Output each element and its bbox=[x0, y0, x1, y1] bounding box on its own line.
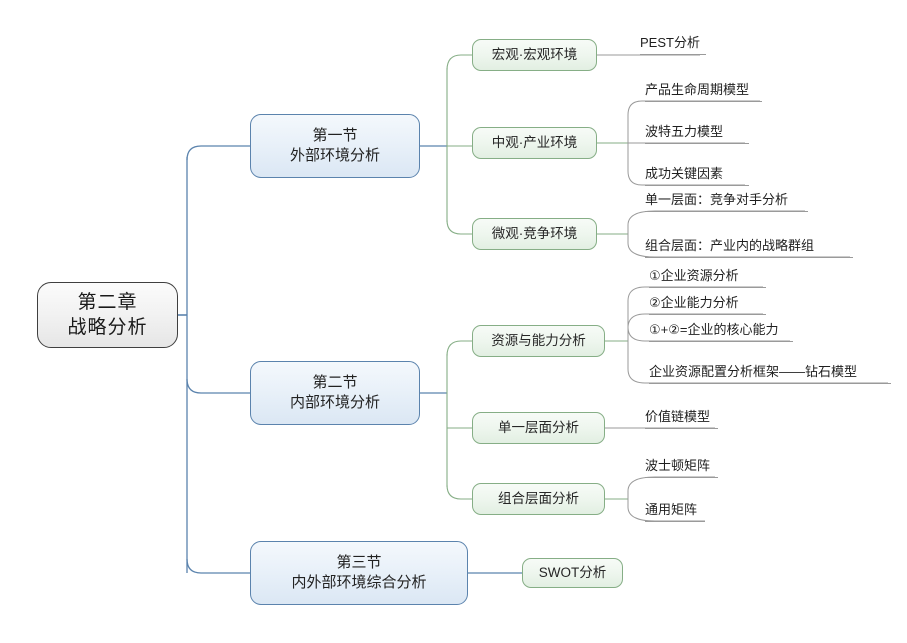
topic-node-single-level-analysis-label: 单一层面分析 bbox=[498, 420, 579, 436]
root-node-line2: 战略分析 bbox=[67, 317, 148, 338]
leaf-product-lifecycle-model: 产品生命周期模型 bbox=[645, 82, 762, 102]
leaf-pest-analysis: PEST分析 bbox=[640, 35, 706, 55]
topic-node-macro-environment-label: 宏观·宏观环境 bbox=[491, 47, 578, 63]
topic-node-portfolio-level-analysis[interactable]: 组合层面分析 bbox=[472, 483, 605, 515]
leaf-bcg-matrix: 波士顿矩阵 bbox=[645, 458, 718, 478]
section-node-2-line2: 内部环境分析 bbox=[289, 394, 380, 411]
topic-node-single-level-analysis[interactable]: 单一层面分析 bbox=[472, 412, 605, 444]
section-node-2-line1: 第二节 bbox=[312, 374, 358, 392]
topic-node-portfolio-level-analysis-label: 组合层面分析 bbox=[498, 491, 579, 507]
topic-node-industry-environment-label: 中观·产业环境 bbox=[491, 135, 578, 151]
leaf-portfolio-level-strategic-groups: 组合层面：产业内的战略群组 bbox=[645, 238, 853, 258]
section-node-3-line2: 内外部环境综合分析 bbox=[291, 574, 427, 591]
topic-node-competitive-environment[interactable]: 微观·竞争环境 bbox=[472, 218, 597, 250]
section-node-1-line2: 外部环境分析 bbox=[289, 147, 380, 164]
topic-node-macro-environment[interactable]: 宏观·宏观环境 bbox=[472, 39, 597, 71]
section-node-1-line1: 第一节 bbox=[312, 127, 358, 145]
section-node-1[interactable]: 第一节 外部环境分析 bbox=[250, 114, 420, 178]
leaf-ge-matrix: 通用矩阵 bbox=[645, 502, 705, 522]
leaf-value-chain-model: 价值链模型 bbox=[645, 409, 718, 429]
topic-node-swot-analysis[interactable]: SWOT分析 bbox=[522, 558, 623, 588]
section-node-2[interactable]: 第二节 内部环境分析 bbox=[250, 361, 420, 425]
leaf-core-competence: ①+②=企业的核心能力 bbox=[649, 322, 793, 342]
leaf-diamond-model-framework: 企业资源配置分析框架——钻石模型 bbox=[649, 364, 891, 384]
topic-node-resources-capabilities[interactable]: 资源与能力分析 bbox=[472, 325, 605, 357]
section-node-3-line1: 第三节 bbox=[336, 554, 382, 572]
topic-node-swot-analysis-label: SWOT分析 bbox=[538, 565, 607, 581]
leaf-single-level-competitor-analysis: 单一层面：竞争对手分析 bbox=[645, 192, 808, 212]
leaf-enterprise-capability-analysis: ②企业能力分析 bbox=[649, 295, 766, 315]
root-node[interactable]: 第二章 战略分析 bbox=[37, 282, 178, 348]
leaf-enterprise-resource-analysis: ①企业资源分析 bbox=[649, 268, 766, 288]
topic-node-industry-environment[interactable]: 中观·产业环境 bbox=[472, 127, 597, 159]
topic-node-competitive-environment-label: 微观·竞争环境 bbox=[491, 226, 578, 242]
leaf-key-success-factors: 成功关键因素 bbox=[645, 166, 749, 186]
root-node-line1: 第二章 bbox=[77, 291, 138, 313]
section-node-3[interactable]: 第三节 内外部环境综合分析 bbox=[250, 541, 468, 605]
leaf-porter-five-forces: 波特五力模型 bbox=[645, 124, 749, 144]
topic-node-resources-capabilities-label: 资源与能力分析 bbox=[491, 333, 586, 349]
